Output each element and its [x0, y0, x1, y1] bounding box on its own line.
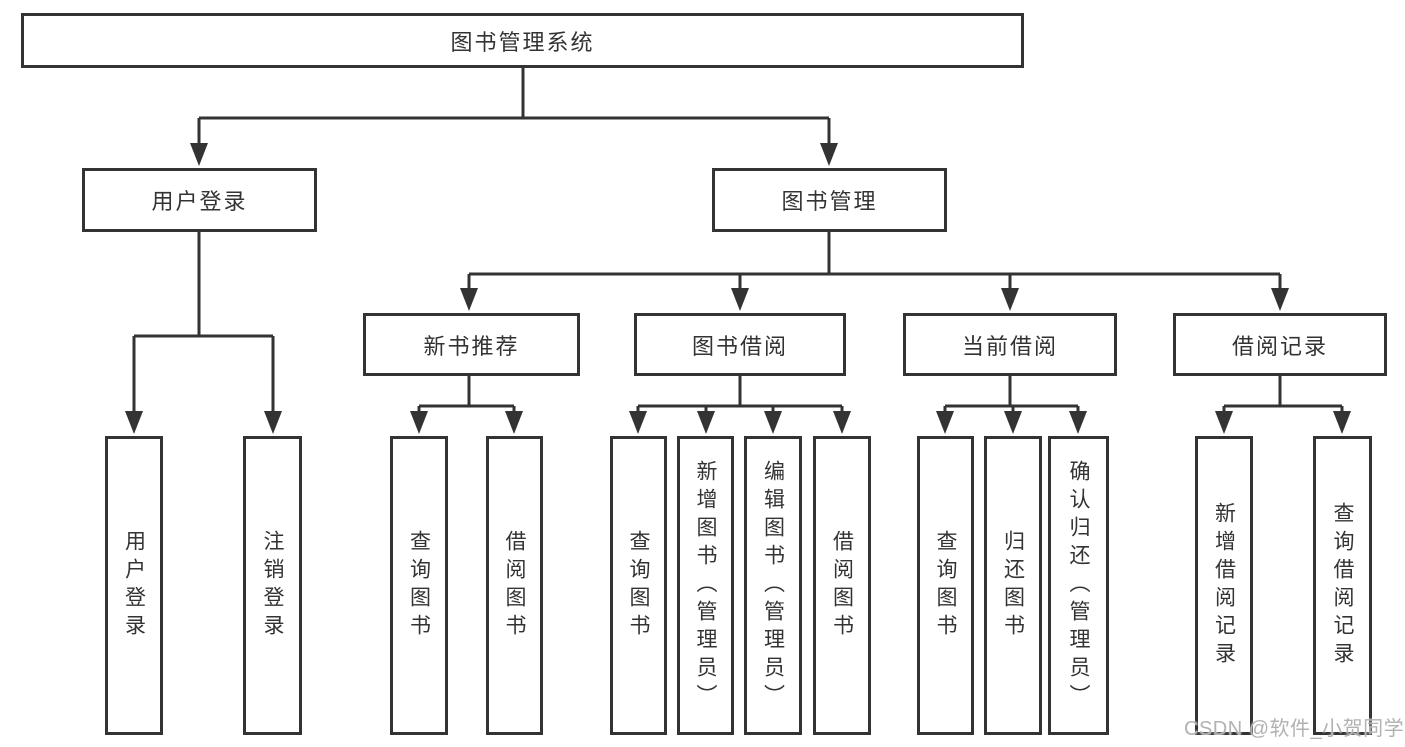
leaf-query-books-borrowing: 查询图书 [610, 436, 667, 735]
leaf-return-books: 归还图书 [984, 436, 1042, 735]
arrowhead-icons [125, 143, 1351, 434]
leaf-user-login: 用户登录 [105, 436, 163, 735]
leaf-query-borrow-record: 查询借阅记录 [1313, 436, 1372, 735]
leaf-query-books-recommend: 查询图书 [390, 436, 448, 735]
node-borrowing-records: 借阅记录 [1173, 313, 1387, 376]
leaf-add-borrow-record: 新增借阅记录 [1195, 436, 1253, 735]
node-user-login: 用户登录 [82, 168, 317, 232]
node-book-borrowing: 图书借阅 [634, 313, 846, 376]
leaf-confirm-return-admin: 确认归还（管理员） [1048, 436, 1109, 735]
leaf-add-book-admin: 新增图书（管理员） [677, 436, 734, 735]
leaf-borrow-books-recommend: 借阅图书 [486, 436, 543, 735]
leaf-logout: 注销登录 [243, 436, 302, 735]
node-new-book-recommend: 新书推荐 [363, 313, 580, 376]
node-current-borrowing: 当前借阅 [903, 313, 1117, 376]
node-book-management: 图书管理 [712, 168, 947, 232]
csdn-watermark: CSDN @软件_小贺同学 [1184, 718, 1405, 740]
leaf-borrow-books-borrowing: 借阅图书 [813, 436, 871, 735]
leaf-edit-book-admin: 编辑图书（管理员） [744, 436, 802, 735]
leaf-query-books-current: 查询图书 [917, 436, 974, 735]
node-library-management-system: 图书管理系统 [21, 13, 1024, 68]
